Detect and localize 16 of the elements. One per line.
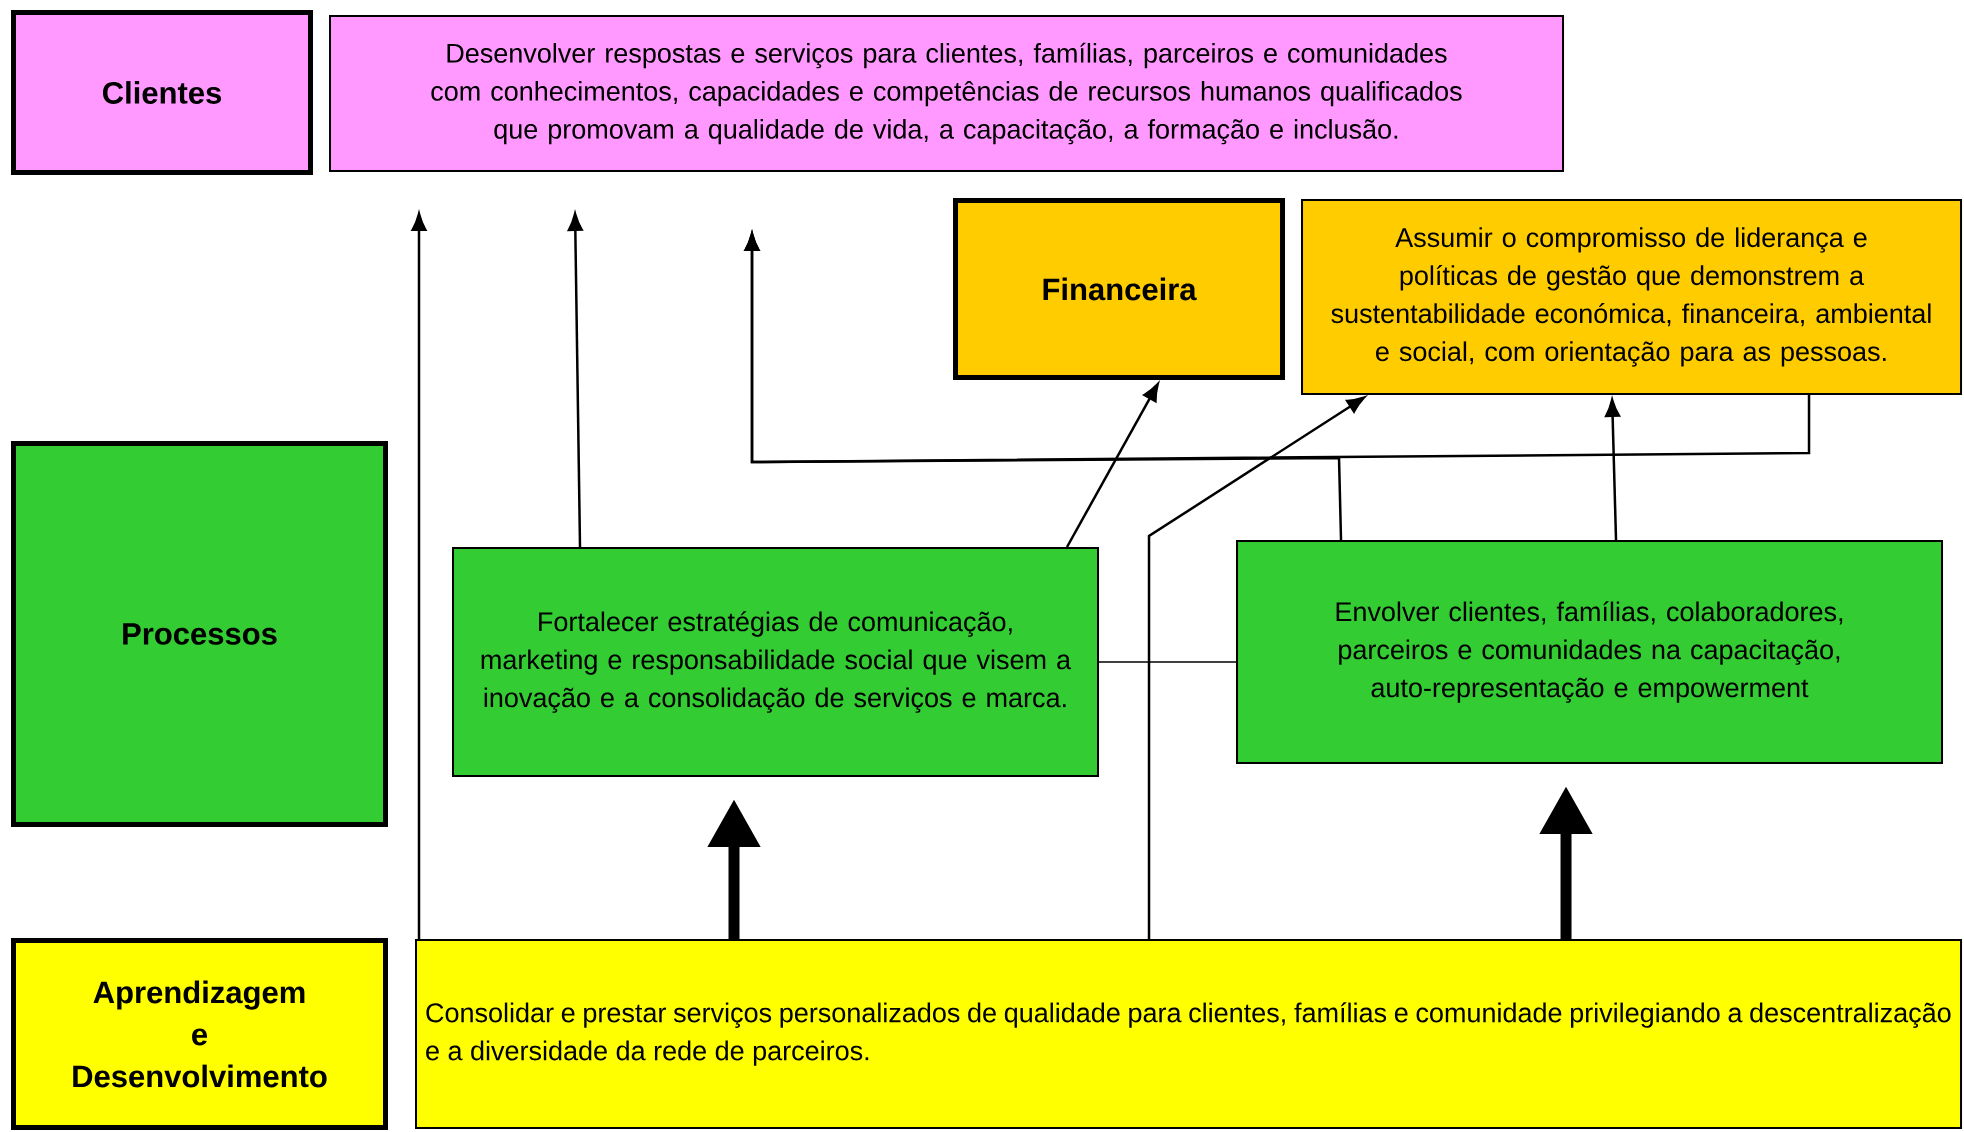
arrow xyxy=(1065,383,1159,548)
category-box: Processos xyxy=(11,441,388,827)
objective-box: Desenvolver respostas e serviços para clientes, famílias, parceiros e comunidades com conhecimentos, capacidades e competências de recursos humanos qualificados que promovam a qualidade de vida, a capacitação, a formação e inclusão. xyxy=(329,15,1564,172)
arrow xyxy=(1147,396,1366,939)
objective-box: Fortalecer estratégias de comunicação, marketing e responsabilidade social que visem a inovação e a consolidação de serviços e marca. xyxy=(452,547,1099,777)
connector-line xyxy=(1098,661,1237,663)
arrow xyxy=(567,212,583,547)
category-box: Financeira xyxy=(953,198,1285,380)
objective-box: Assumir o compromisso de liderança e políticas de gestão que demonstrem a sustentabilidade económica, financeira, ambiental e social, com orientação para as pessoas. xyxy=(1301,199,1963,395)
category-box: Aprendizagem e Desenvolvimento xyxy=(11,938,388,1130)
arrow xyxy=(744,232,1811,464)
objective-box: Envolver clientes, famílias, colaboradores, parceiros e comunidades na capacitação, auto-representação e empowerment xyxy=(1236,540,1944,764)
category-box: Clientes xyxy=(11,10,313,175)
arrow xyxy=(1605,398,1621,541)
arrow xyxy=(411,212,427,939)
objective-box: Consolidar e prestar serviços personalizados de qualidade para clientes, famílias e comunidade privilegiando a descentralização e a diversidade da rede de parceiros. xyxy=(415,939,1963,1129)
